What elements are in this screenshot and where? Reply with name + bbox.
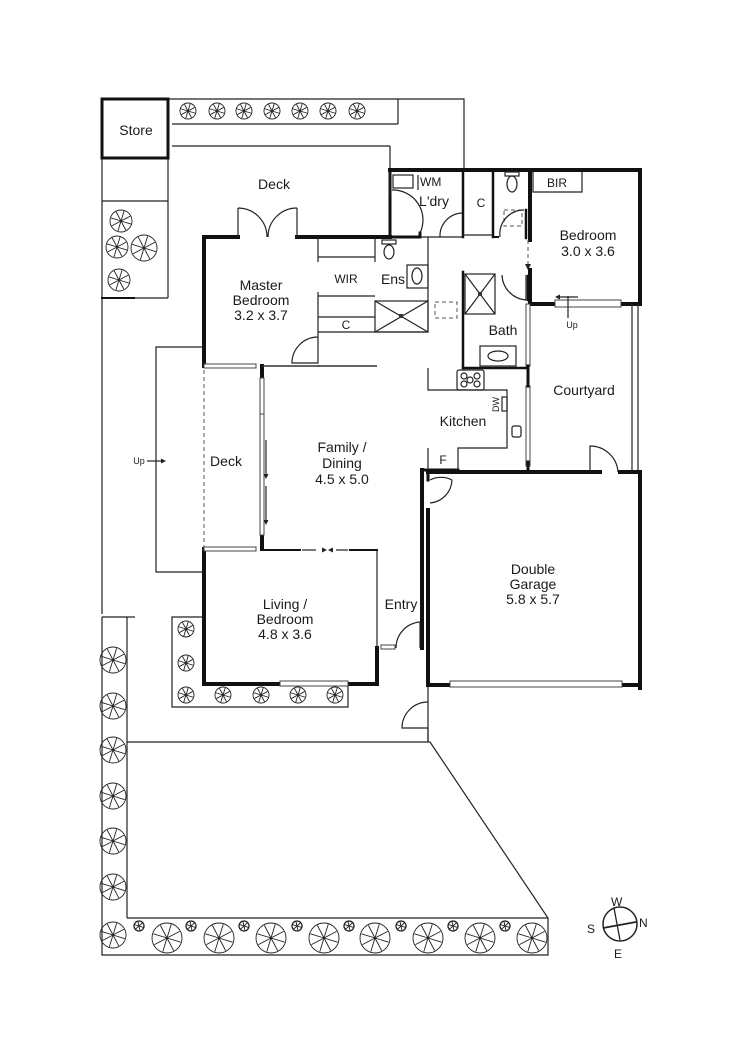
label-wm: WM bbox=[420, 175, 441, 189]
tree-icon bbox=[214, 686, 232, 704]
label-fridge: F bbox=[439, 453, 446, 467]
tree-icon bbox=[99, 827, 127, 855]
label-store: Store bbox=[119, 122, 153, 138]
tree-icon bbox=[289, 686, 307, 704]
tree-icon bbox=[185, 920, 197, 932]
tree-icon bbox=[177, 686, 195, 704]
label-master-dims: 3.2 x 3.7 bbox=[234, 307, 288, 323]
label-living-2: Bedroom bbox=[257, 611, 314, 627]
label-master: Master bbox=[240, 277, 283, 293]
tree-icon bbox=[179, 102, 197, 120]
label-bir: BIR bbox=[547, 176, 567, 190]
label-garage-2: Garage bbox=[510, 576, 557, 592]
tree-icon bbox=[326, 686, 344, 704]
tree-icon bbox=[151, 922, 183, 954]
interior-lines bbox=[147, 168, 622, 742]
label-kitchen: Kitchen bbox=[440, 413, 487, 429]
label-wir: WIR bbox=[334, 272, 358, 286]
compass-s: S bbox=[587, 922, 595, 936]
label-dishwasher: DW bbox=[491, 397, 501, 412]
tree-icon bbox=[263, 102, 281, 120]
label-family-2: Dining bbox=[322, 455, 362, 471]
tree-icon bbox=[177, 654, 195, 672]
tree-icon bbox=[107, 268, 131, 292]
tree-icon bbox=[99, 782, 127, 810]
tree-icon bbox=[203, 922, 235, 954]
label-master-2: Bedroom bbox=[233, 292, 290, 308]
tree-icon bbox=[99, 736, 127, 764]
tree-icon bbox=[343, 920, 355, 932]
tree-icon bbox=[359, 922, 391, 954]
label-cupboard-master: C bbox=[342, 318, 351, 332]
tree-icon bbox=[235, 102, 253, 120]
tree-icon bbox=[255, 922, 287, 954]
tree-icon bbox=[319, 102, 337, 120]
label-bedroom: Bedroom bbox=[560, 227, 617, 243]
tree-icon bbox=[208, 102, 226, 120]
landscaping-trees bbox=[99, 102, 548, 954]
label-courtyard-up: Up bbox=[566, 320, 578, 330]
label-cupboard-laundry: C bbox=[477, 196, 486, 210]
tree-icon bbox=[291, 920, 303, 932]
label-living: Living / bbox=[263, 596, 307, 612]
label-ens: Ens bbox=[381, 271, 405, 287]
label-bath: Bath bbox=[489, 322, 518, 338]
tree-icon bbox=[252, 686, 270, 704]
label-garage-dims: 5.8 x 5.7 bbox=[506, 591, 560, 607]
tree-icon bbox=[99, 873, 127, 901]
label-bedroom-dims: 3.0 x 3.6 bbox=[561, 243, 615, 259]
label-garage: Double bbox=[511, 561, 556, 577]
label-deck-up: Up bbox=[133, 456, 145, 466]
tree-icon bbox=[464, 922, 496, 954]
label-living-dims: 4.8 x 3.6 bbox=[258, 626, 312, 642]
tree-icon bbox=[348, 102, 366, 120]
tree-icon bbox=[291, 102, 309, 120]
label-deck-north: Deck bbox=[258, 176, 291, 192]
compass-n: N bbox=[639, 916, 648, 930]
tree-icon bbox=[109, 209, 133, 233]
tree-icon bbox=[516, 922, 548, 954]
tree-icon bbox=[99, 646, 127, 674]
label-deck-west: Deck bbox=[210, 453, 243, 469]
compass: W N S E bbox=[587, 895, 648, 961]
site-boundary bbox=[101, 98, 549, 956]
compass-e: E bbox=[614, 947, 622, 961]
tree-icon bbox=[499, 920, 511, 932]
tree-icon bbox=[133, 920, 145, 932]
compass-w: W bbox=[611, 895, 623, 909]
tree-icon bbox=[177, 620, 195, 638]
label-courtyard: Courtyard bbox=[553, 382, 614, 398]
label-family: Family / bbox=[318, 439, 367, 455]
tree-icon bbox=[105, 235, 129, 259]
tree-icon bbox=[130, 234, 158, 262]
tree-icon bbox=[238, 920, 250, 932]
room-labels: Store Deck Master Bedroom 3.2 x 3.7 WIR … bbox=[119, 122, 616, 642]
store-room bbox=[100, 97, 170, 160]
tree-icon bbox=[395, 920, 407, 932]
tree-icon bbox=[308, 922, 340, 954]
label-entry: Entry bbox=[385, 596, 418, 612]
label-family-dims: 4.5 x 5.0 bbox=[315, 471, 369, 487]
tree-icon bbox=[99, 692, 127, 720]
tree-icon bbox=[99, 921, 127, 949]
tree-icon bbox=[447, 920, 459, 932]
tree-icon bbox=[412, 922, 444, 954]
label-laundry: L'dry bbox=[419, 193, 449, 209]
